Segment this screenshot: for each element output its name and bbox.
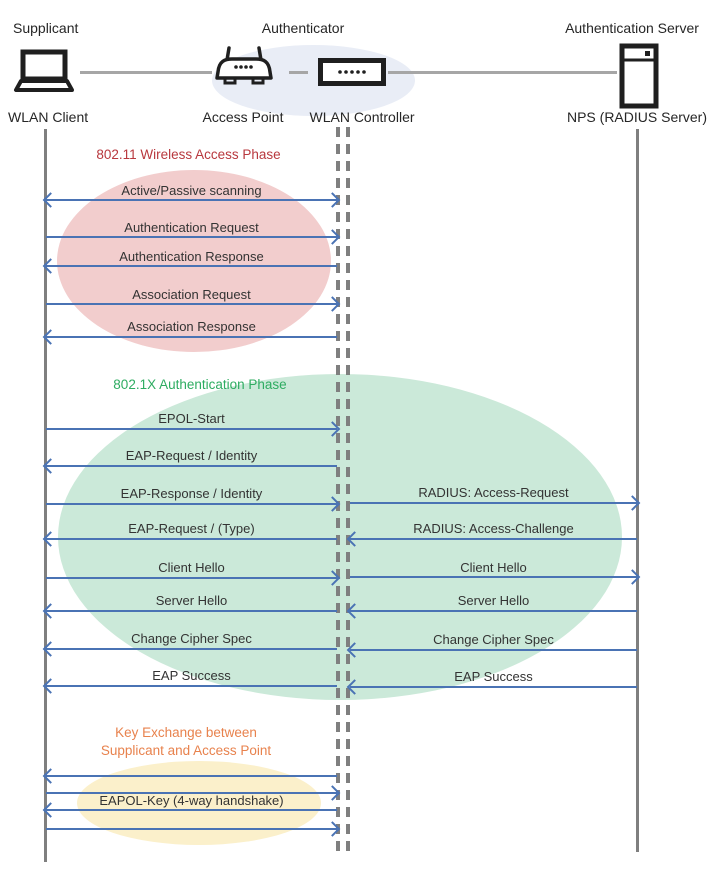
handshake-arrow-left xyxy=(42,768,337,784)
connector-ap-controller xyxy=(289,71,308,74)
role-authentication-server: Authentication Server xyxy=(565,20,699,36)
lifeline-wlan-client xyxy=(44,129,47,862)
phase2-title: 802.1X Authentication Phase xyxy=(113,377,287,392)
connector-controller-server xyxy=(388,71,617,74)
message-arrow-left xyxy=(346,679,637,695)
message-arrow-right xyxy=(46,496,341,512)
message-label: EAP-Response / Identity xyxy=(120,486,263,501)
message-arrow-left xyxy=(42,329,337,345)
message-label: EAP-Request / Identity xyxy=(125,448,258,463)
role-supplicant: Supplicant xyxy=(13,20,79,36)
message-arrow-left xyxy=(42,258,337,274)
phase3-title-line1: Key Exchange between xyxy=(115,725,257,740)
connector-client-ap xyxy=(80,71,212,74)
message-arrow-left xyxy=(42,678,337,694)
message-arrow-left xyxy=(346,531,637,547)
message-label: Client Hello xyxy=(460,560,527,575)
message-arrow-left xyxy=(42,531,337,547)
message-arrow-left xyxy=(346,642,637,658)
message-label: Active/Passive scanning xyxy=(121,183,262,198)
message-label: Client Hello xyxy=(158,560,225,575)
message-arrow-right xyxy=(46,296,341,312)
message-arrow-right xyxy=(46,570,341,586)
lifeline-wlan-controller xyxy=(346,127,350,853)
label-wlan-client: WLAN Client xyxy=(8,109,89,125)
message-label: Server Hello xyxy=(155,593,228,608)
message-label: Association Request xyxy=(132,287,251,302)
message-label: Change Cipher Spec xyxy=(131,631,252,646)
message-arrow-left xyxy=(346,603,637,619)
handshake-arrow-left xyxy=(42,802,337,818)
label-nps-server: NPS (RADIUS Server) xyxy=(566,109,708,125)
message-label: EAP-Request / (Type) xyxy=(128,521,255,536)
message-arrow-both xyxy=(42,192,341,208)
lifeline-nps-server xyxy=(636,129,639,852)
message-arrow-right xyxy=(350,495,641,511)
phase1-title: 802.11 Wireless Access Phase xyxy=(96,147,281,162)
lifeline-access-point xyxy=(336,127,340,853)
message-arrow-left xyxy=(42,641,337,657)
message-arrow-right xyxy=(46,421,341,437)
access-point-icon xyxy=(212,45,276,96)
server-tower-icon xyxy=(619,43,659,114)
message-arrow-right xyxy=(46,229,341,245)
message-label: Change Cipher Spec xyxy=(433,632,554,647)
message-label: Authentication Response xyxy=(119,249,264,264)
message-label: RADIUS: Access-Request xyxy=(418,485,569,500)
phase3-title: Key Exchange between Supplicant and Acce… xyxy=(45,724,327,760)
message-label: Association Response xyxy=(127,319,256,334)
message-label: EAP Success xyxy=(152,668,231,683)
message-label: RADIUS: Access-Challenge xyxy=(413,521,574,536)
wlan-controller-icon xyxy=(318,58,386,91)
message-arrow-left xyxy=(42,603,337,619)
message-label: EAP Success xyxy=(454,669,533,684)
message-label: Authentication Request xyxy=(124,220,259,235)
message-arrow-left xyxy=(42,458,337,474)
label-access-point: Access Point xyxy=(202,109,284,125)
label-wlan-controller: WLAN Controller xyxy=(309,109,415,125)
message-label: EAPOL-Key (4-way handshake) xyxy=(99,793,284,808)
message-arrow-right xyxy=(350,569,641,585)
message-label: EPOL-Start xyxy=(158,411,225,426)
role-authenticator: Authenticator xyxy=(261,20,345,36)
handshake-arrow-right xyxy=(46,821,341,837)
handshake-arrow-right xyxy=(46,785,341,801)
phase3-title-line2: Supplicant and Access Point xyxy=(100,743,272,758)
laptop-icon xyxy=(12,49,76,99)
message-label: Server Hello xyxy=(457,593,530,608)
